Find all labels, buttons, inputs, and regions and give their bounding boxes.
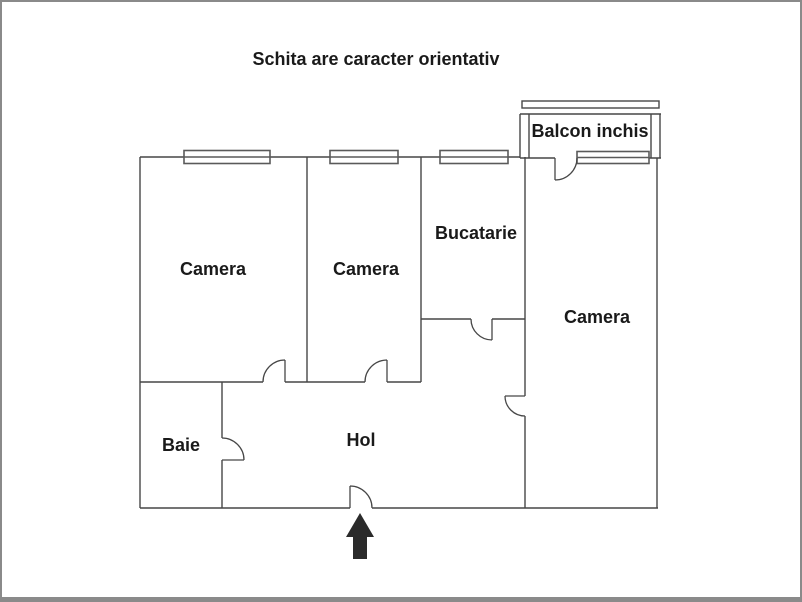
label-camera3: Camera bbox=[564, 307, 631, 327]
balcony-left-window-band bbox=[519, 114, 530, 158]
label-hol: Hol bbox=[347, 430, 376, 450]
door-camera3 bbox=[504, 395, 526, 417]
label-bucatarie: Bucatarie bbox=[435, 223, 517, 243]
label-camera2: Camera bbox=[333, 259, 400, 279]
door-baie bbox=[221, 437, 245, 461]
window-balcony-inner bbox=[576, 150, 650, 165]
balcony-top-window-band bbox=[521, 100, 660, 109]
windows bbox=[183, 149, 650, 165]
window-camera2 bbox=[329, 149, 399, 165]
door-bucatarie bbox=[470, 318, 493, 341]
label-baie: Baie bbox=[162, 435, 200, 455]
entrance-arrow-icon bbox=[346, 513, 374, 559]
walls bbox=[139, 156, 658, 509]
label-balcon: Balcon inchis bbox=[531, 121, 648, 141]
door-entrance bbox=[349, 485, 373, 509]
door-camera1 bbox=[262, 359, 286, 383]
plan-title: Schita are caracter orientativ bbox=[252, 49, 499, 69]
window-bucatarie bbox=[439, 149, 509, 165]
door-balcony bbox=[554, 157, 578, 181]
label-camera1: Camera bbox=[180, 259, 247, 279]
balcony-structure bbox=[519, 100, 661, 159]
balcony-right-window-band bbox=[650, 114, 661, 158]
frame-border-bottom bbox=[0, 597, 802, 602]
door-camera2 bbox=[364, 359, 388, 383]
doors bbox=[221, 157, 578, 509]
window-camera1 bbox=[183, 149, 271, 165]
